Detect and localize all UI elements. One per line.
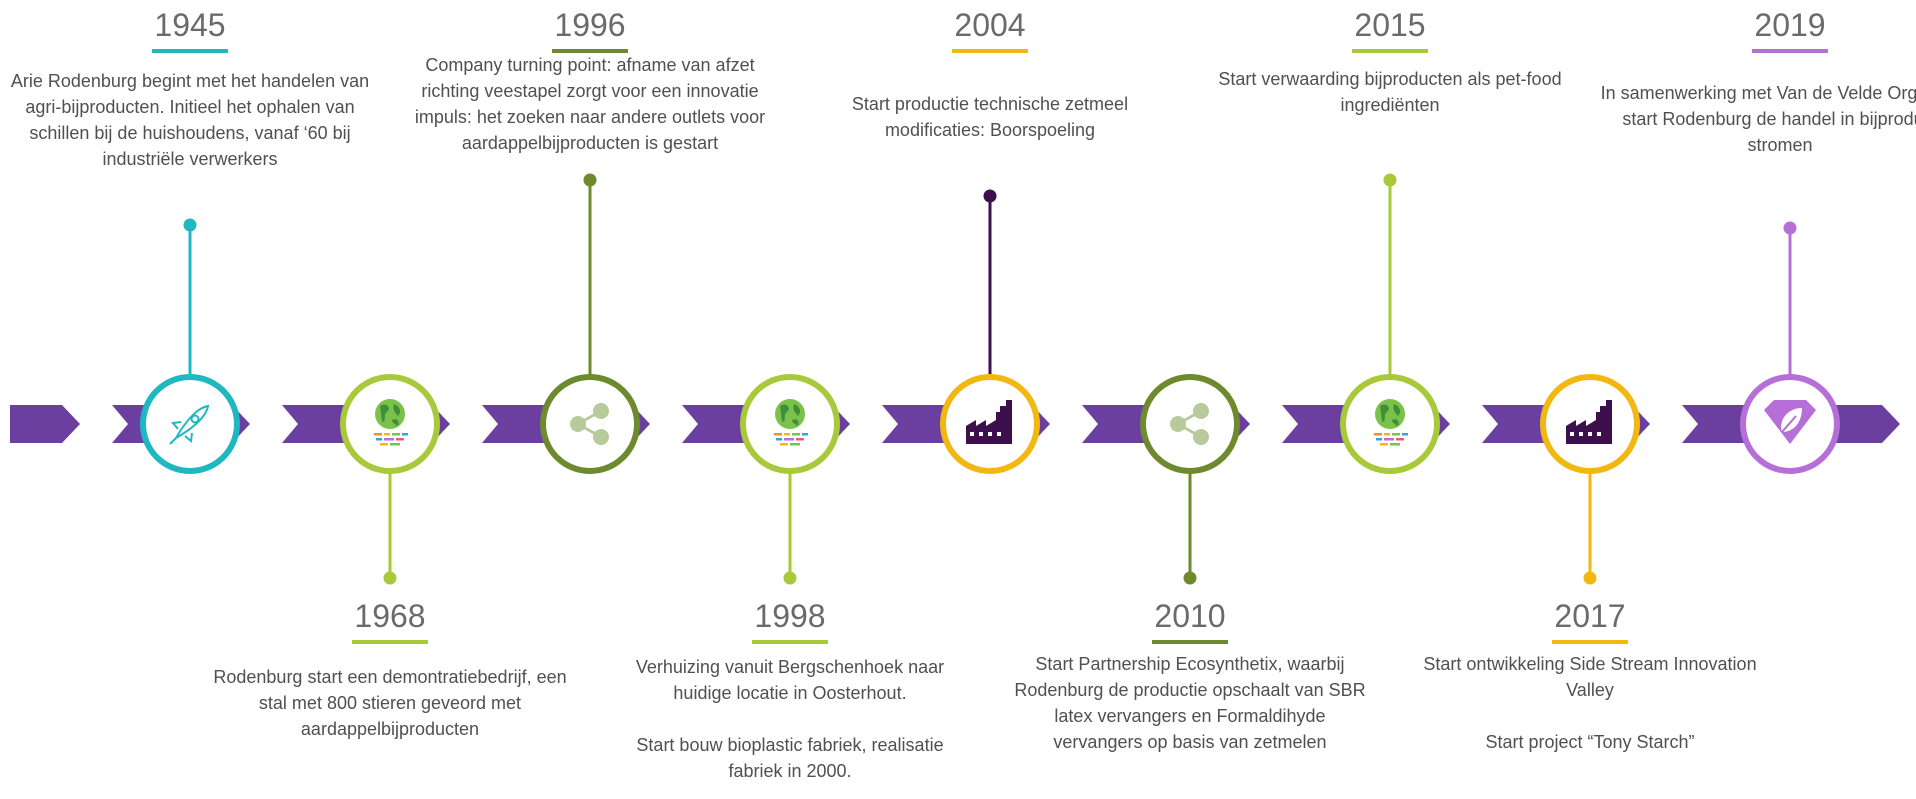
- connector-dot: [383, 571, 397, 585]
- year-underline: [752, 640, 828, 644]
- connector-dot: [1383, 173, 1397, 187]
- share-icon: [570, 403, 609, 445]
- milestone-node: [340, 374, 440, 474]
- milestone-node: [540, 374, 640, 474]
- milestone-description: Start ontwikkeling Side Stream Innovatio…: [1423, 654, 1757, 752]
- milestone-node: [140, 374, 240, 474]
- year-label: 1998: [754, 598, 826, 634]
- year-underline: [552, 49, 628, 53]
- milestone-description: Arie Rodenburg begint met het handelen v…: [10, 71, 370, 169]
- node-ring: [1140, 374, 1240, 474]
- globe-bulb-icon: [774, 399, 808, 446]
- connector-dot: [783, 571, 797, 585]
- year-label: 2004: [954, 7, 1026, 43]
- node-ring: [140, 374, 240, 474]
- year-label: 2010: [1154, 598, 1226, 634]
- milestone-node: [1140, 374, 1240, 474]
- year-label: 1996: [554, 7, 626, 43]
- year-label: 1945: [154, 7, 226, 43]
- year-label: 2015: [1354, 7, 1426, 43]
- connector-dot: [1183, 571, 1197, 585]
- year-underline: [1352, 49, 1428, 53]
- connector-dot: [983, 189, 997, 203]
- milestone-description: Start productie technische zetmeel modif…: [851, 94, 1129, 140]
- globe-bulb-icon: [374, 399, 408, 446]
- year-label: 2017: [1554, 598, 1626, 634]
- milestone-description: Company turning point: afname van afzet …: [414, 55, 766, 153]
- milestone-description: Verhuizing vanuit Bergschenhoek naar hui…: [635, 657, 945, 781]
- milestone-node: [1740, 374, 1840, 474]
- node-ring: [540, 374, 640, 474]
- connector-dot: [1783, 221, 1797, 235]
- rocket-icon: [169, 404, 210, 445]
- milestone-node: [1340, 374, 1440, 474]
- milestone-description: Start Partnership Ecosynthetix, waarbij …: [1014, 654, 1366, 752]
- connector-dot: [183, 218, 197, 232]
- share-icon: [1170, 403, 1209, 445]
- year-underline: [1552, 640, 1628, 644]
- milestone-node: [740, 374, 840, 474]
- arrow-segment: [10, 405, 80, 443]
- year-label: 1968: [354, 598, 426, 634]
- milestone-node: [1540, 374, 1640, 474]
- connector-dot: [583, 173, 597, 187]
- year-underline: [1152, 640, 1228, 644]
- year-underline: [352, 640, 428, 644]
- year-underline: [952, 49, 1028, 53]
- connectors: [183, 173, 1797, 585]
- milestone-description: Rodenburg start een demontratiebedrijf, …: [213, 667, 567, 739]
- factory-icon: [966, 400, 1012, 444]
- year-label: 2019: [1754, 7, 1826, 43]
- year-underline: [1752, 49, 1828, 53]
- milestone-nodes: [140, 374, 1840, 474]
- diamond-leaf-icon: [1764, 400, 1816, 444]
- milestone-description: In samenwerking met Van de Velde Organic…: [1600, 83, 1916, 155]
- milestone-description: Start verwaarding bijproducten als pet-f…: [1218, 69, 1562, 115]
- globe-bulb-icon: [1374, 399, 1408, 446]
- year-underline: [152, 49, 228, 53]
- connector-dot: [1583, 571, 1597, 585]
- factory-icon: [1566, 400, 1612, 444]
- milestone-node: [940, 374, 1040, 474]
